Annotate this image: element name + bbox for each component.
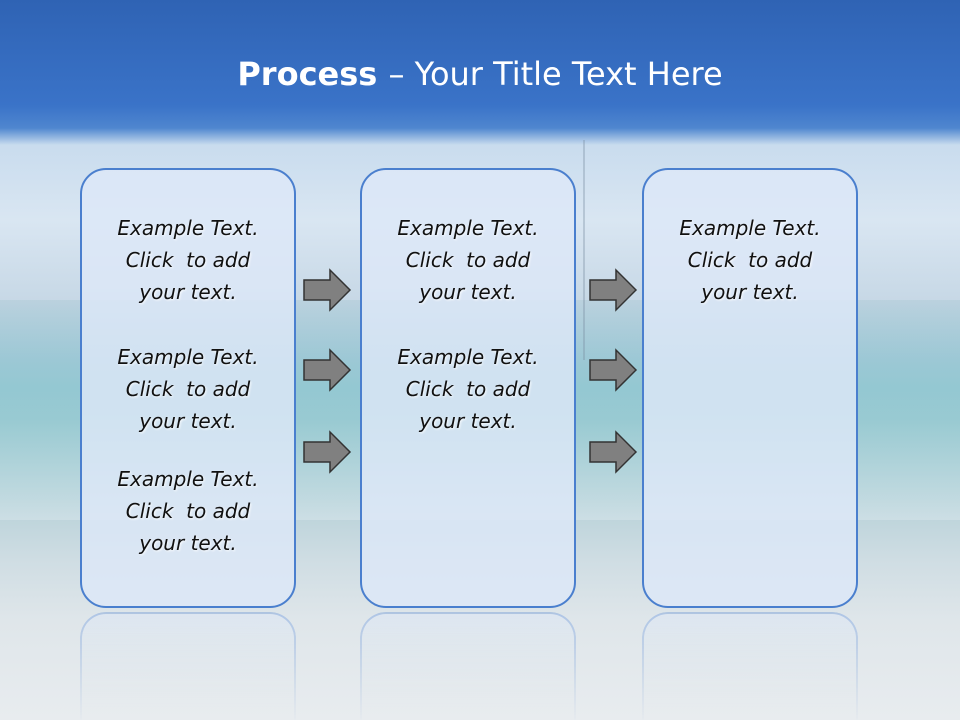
slide-title[interactable]: Process – Your Title Text Here: [0, 55, 960, 93]
text-line: Click to add: [125, 377, 251, 401]
text-line: Example Text.: [117, 345, 259, 369]
right-arrow-icon[interactable]: [302, 348, 352, 392]
text-block[interactable]: Example Text. Click to add your text.: [82, 212, 294, 308]
text-line: your text.: [419, 409, 517, 433]
title-bold: Process: [237, 55, 389, 93]
text-line: your text.: [139, 531, 237, 555]
text-line: your text.: [139, 280, 237, 304]
text-line: Click to add: [405, 377, 531, 401]
box-reflection: [80, 612, 296, 720]
text-line: Click to add: [405, 248, 531, 272]
text-line: Example Text.: [117, 216, 259, 240]
text-block[interactable]: Example Text. Click to add your text.: [362, 341, 574, 437]
text-line: Example Text.: [397, 216, 539, 240]
text-line: your text.: [419, 280, 517, 304]
box-reflection: [360, 612, 576, 720]
box-reflection: [642, 612, 858, 720]
process-box-2[interactable]: Example Text. Click to add your text. Ex…: [360, 168, 576, 608]
text-line: Example Text.: [679, 216, 821, 240]
text-line: Click to add: [125, 248, 251, 272]
process-box-3[interactable]: Example Text. Click to add your text.: [642, 168, 858, 608]
text-line: Example Text.: [397, 345, 539, 369]
right-arrow-icon[interactable]: [588, 430, 638, 474]
background-sailboat-mast: [583, 140, 585, 360]
text-line: your text.: [139, 409, 237, 433]
text-block[interactable]: Example Text. Click to add your text.: [82, 341, 294, 437]
text-line: your text.: [701, 280, 799, 304]
title-rest: – Your Title Text Here: [388, 55, 723, 93]
text-line: Example Text.: [117, 467, 259, 491]
right-arrow-icon[interactable]: [588, 348, 638, 392]
text-block[interactable]: Example Text. Click to add your text.: [362, 212, 574, 308]
right-arrow-icon[interactable]: [588, 268, 638, 312]
text-block[interactable]: Example Text. Click to add your text.: [82, 463, 294, 559]
right-arrow-icon[interactable]: [302, 268, 352, 312]
right-arrow-icon[interactable]: [302, 430, 352, 474]
text-line: Click to add: [687, 248, 813, 272]
process-box-1[interactable]: Example Text. Click to add your text. Ex…: [80, 168, 296, 608]
text-line: Click to add: [125, 499, 251, 523]
text-block[interactable]: Example Text. Click to add your text.: [644, 212, 856, 308]
